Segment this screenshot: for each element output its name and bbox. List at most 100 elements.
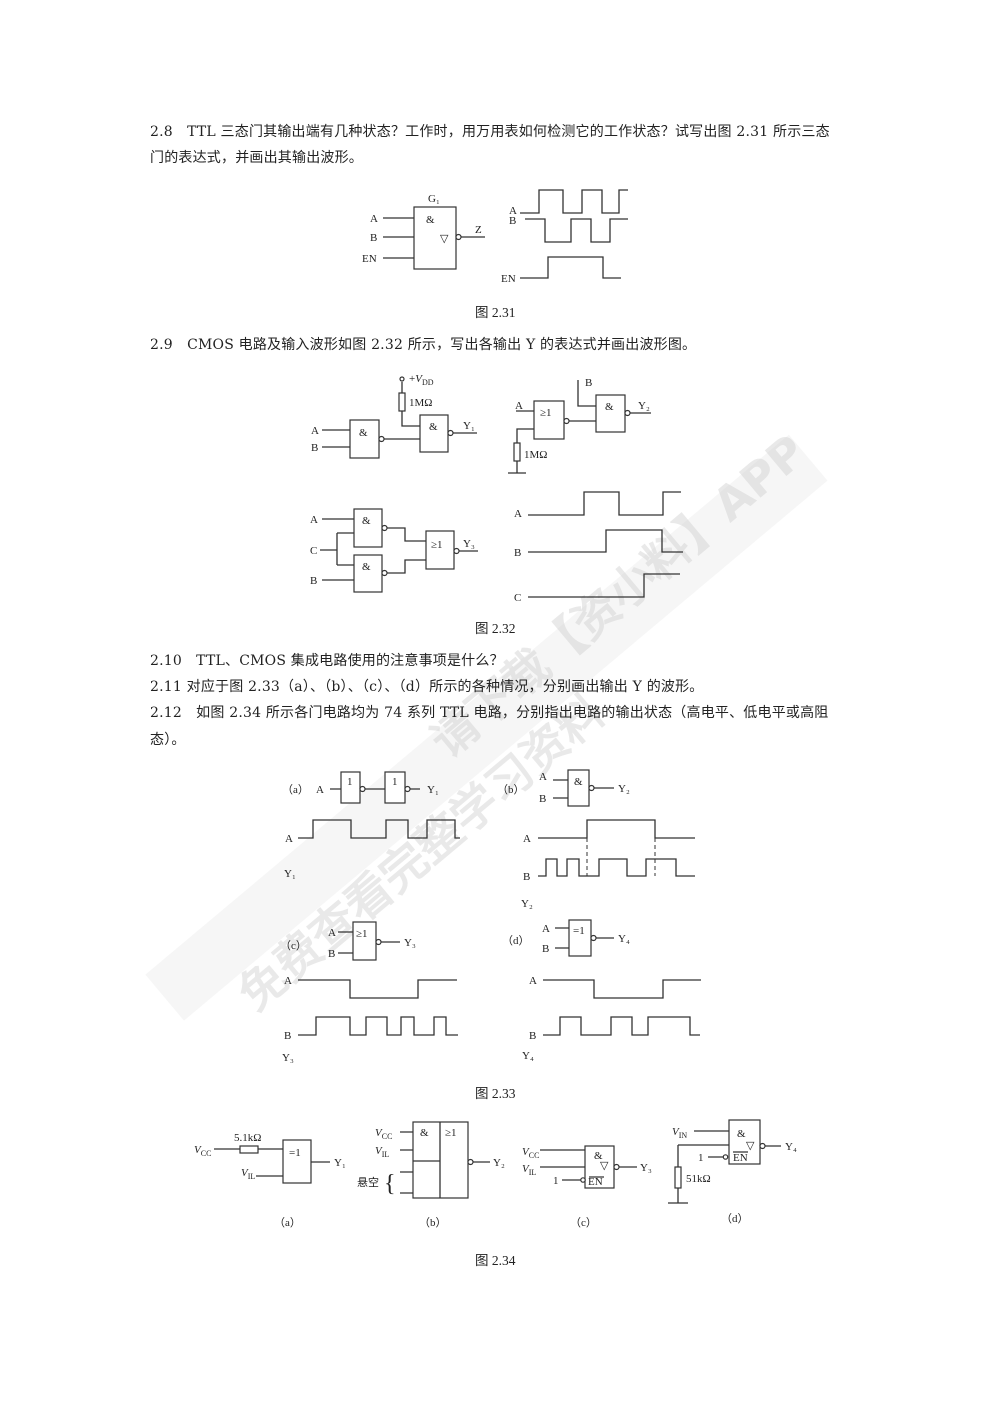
input-b-label: B — [539, 793, 546, 805]
and-symbol: & — [362, 561, 371, 573]
question-2-12-line2: 态）。 — [150, 732, 186, 748]
and-symbol: & — [737, 1128, 746, 1140]
output-y3-label: Y₃ — [463, 538, 475, 550]
subfigure-label: （a） — [282, 783, 309, 796]
subfigure-label: （d） — [502, 934, 530, 947]
inversion-bubble — [455, 233, 462, 241]
or-symbol: ≥1 — [540, 407, 552, 419]
figure-2-32: & & +VDD 1MΩ A B Y₁ ≥1 & A B Y₂ 1MΩ — [310, 373, 683, 636]
wave-en-label: EN — [501, 273, 516, 285]
nor-gate — [425, 530, 455, 570]
output-y2-label: Y₂ — [638, 400, 650, 412]
waveform-en — [520, 256, 621, 279]
enable-label: EN — [733, 1152, 748, 1164]
figure-caption: 图 2.33 — [475, 1086, 516, 1101]
xor-symbol: =1 — [289, 1147, 301, 1159]
figure-caption: 图 2.32 — [475, 621, 516, 636]
not-symbol: 1 — [392, 776, 398, 788]
output-y1-label: Y₁ — [427, 784, 439, 796]
input-b-label: B — [311, 442, 318, 454]
waveform-b — [298, 1016, 458, 1036]
dashed-guide — [586, 838, 656, 876]
question-2-11: 2.11 对应于图 2.33（a）、（b）、（c）、（d）所示的各种情况，分别画… — [150, 679, 704, 695]
xor-symbol: =1 — [573, 925, 585, 937]
or-symbol: ≥1 — [431, 539, 443, 551]
tristate-gate — [413, 206, 457, 270]
resistor-label: 51kΩ — [686, 1173, 711, 1185]
wave-b-label: B — [523, 871, 530, 883]
wave-y3-label: Y₃ — [282, 1052, 294, 1064]
output-y2-label: Y₂ — [493, 1157, 505, 1169]
brace-symbol: { — [384, 1171, 396, 1197]
figure-2-34: VCC 5.1kΩ VIL =1 Y₁ （a） & ≥1 VCC VIL 悬空 … — [194, 1119, 797, 1268]
vil-label: VIL — [241, 1167, 255, 1181]
wave-a-label: A — [523, 833, 531, 845]
wave-a-label: A — [285, 833, 293, 845]
output-y3-label: Y₃ — [640, 1162, 652, 1174]
enable-label: EN — [588, 1176, 603, 1188]
floating-label: 悬空 — [357, 1175, 379, 1189]
question-2-8-line2: 门的表达式，并画出其输出波形。 — [150, 150, 363, 166]
waveform-b — [543, 1016, 700, 1036]
output-z-label: Z — [475, 224, 482, 236]
output-y4-label: Y₄ — [785, 1141, 797, 1153]
resistor-label: 1MΩ — [409, 397, 432, 409]
input-c-label: C — [310, 545, 317, 557]
wave-b-label: B — [284, 1030, 291, 1042]
subfigure-label: （d） — [721, 1212, 749, 1225]
resistor — [239, 1145, 259, 1154]
logic-one-label: 1 — [553, 1175, 559, 1187]
tristate-nand-gate — [584, 1145, 615, 1189]
waveform-a — [543, 979, 701, 999]
tristate-symbol: ▽ — [440, 233, 449, 245]
input-a-label: A — [539, 771, 547, 783]
wave-b-label: B — [529, 1030, 536, 1042]
and-symbol: & — [426, 214, 435, 226]
waveform-b — [525, 218, 628, 243]
input-a-label: A — [370, 213, 378, 225]
input-b-label: B — [328, 948, 335, 960]
vcc-label: VCC — [194, 1144, 211, 1158]
and-symbol: & — [359, 427, 368, 439]
output-y2-label: Y₂ — [618, 783, 630, 795]
not-symbol: 1 — [347, 776, 353, 788]
input-a-label: A — [542, 923, 550, 935]
resistor — [674, 1166, 682, 1189]
vin-label: VIN — [672, 1126, 687, 1140]
vil-label: VIL — [522, 1163, 536, 1177]
and-symbol: & — [594, 1150, 603, 1162]
figure-2-31: G₁ & ▽ A B EN Z A B EN 图 2.31 — [362, 189, 628, 320]
tristate-symbol: ▽ — [746, 1140, 755, 1152]
vcc-label: VCC — [522, 1146, 539, 1160]
wave-y2-label: Y₂ — [521, 898, 533, 910]
wave-a-label: A — [284, 975, 292, 987]
resistor-label: 1MΩ — [524, 449, 547, 461]
wave-b-label: B — [509, 215, 516, 227]
nor-gate — [533, 400, 565, 440]
figure-caption: 图 2.34 — [475, 1253, 516, 1268]
waveform-b — [538, 858, 695, 877]
waveform-c — [528, 573, 680, 598]
and-symbol: & — [362, 515, 371, 527]
and-symbol: & — [420, 1127, 429, 1139]
waveform-a — [538, 819, 695, 839]
resistor — [398, 392, 406, 412]
subfigure-label: （b） — [497, 783, 525, 796]
wave-a-label: A — [509, 205, 517, 217]
figure-2-33: （a） A 1 1 Y₁ A Y₁ （b） & A B Y₂ A B — [280, 769, 701, 1101]
question-2-8-line1: 2.8 TTL 三态门其输出端有几种状态？工作时，用万用表如何检测它的工作状态？… — [150, 124, 830, 140]
waveform-a — [298, 819, 460, 839]
xor-gate — [282, 1139, 312, 1184]
logic-one-label: 1 — [698, 1152, 704, 1164]
question-2-10: 2.10 TTL、CMOS 集成电路使用的注意事项是什么？ — [150, 653, 504, 669]
and-symbol: & — [429, 421, 438, 433]
gate-label: G₁ — [428, 193, 440, 205]
output-y3-label: Y₃ — [404, 937, 416, 949]
resistor-label: 5.1kΩ — [234, 1132, 261, 1144]
output-y1-label: Y₁ — [334, 1157, 346, 1169]
subfigure-label: （a） — [274, 1216, 301, 1229]
nand-gate — [595, 394, 626, 433]
